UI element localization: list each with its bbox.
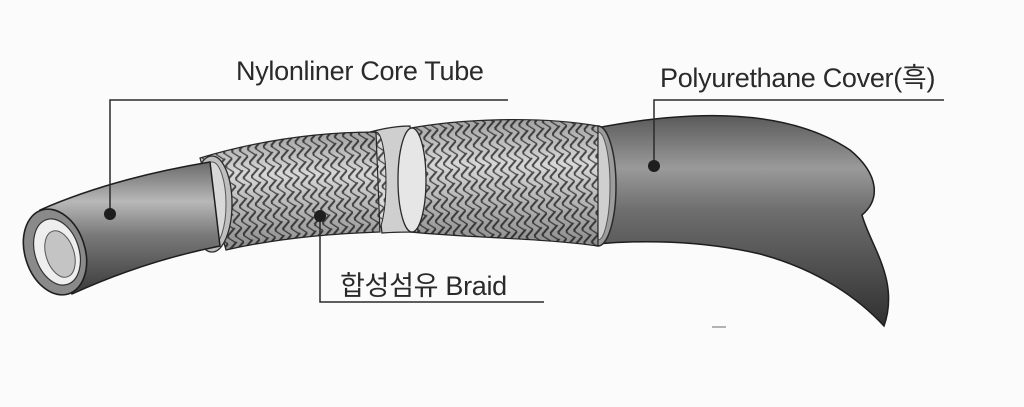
braid-ring (365, 125, 427, 234)
marker-braid (314, 210, 326, 222)
marker-core-tube (104, 208, 116, 220)
braid-section-inner (191, 131, 381, 253)
leader-lines (104, 99, 944, 303)
label-core-tube: Nylonliner Core Tube (236, 56, 484, 86)
leader-core-tube (109, 99, 508, 212)
label-braid: 합성섬유 Braid (340, 271, 507, 301)
marker-cover (648, 160, 660, 172)
label-polyurethane-cover: Polyurethane Cover(흑) (660, 63, 936, 93)
core-tube (22, 161, 221, 296)
leader-braid (319, 218, 544, 303)
braid-section-outer (399, 119, 599, 247)
leader-cover (653, 99, 944, 164)
polyurethane-cover (579, 114, 890, 328)
